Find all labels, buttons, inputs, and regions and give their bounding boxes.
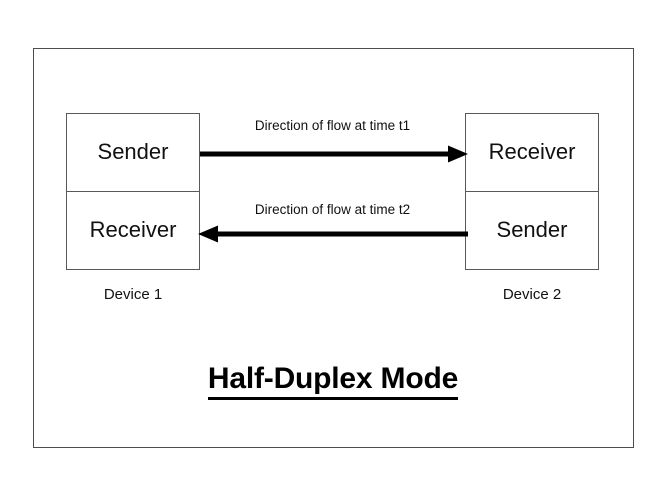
device-2-bottom-role-label: Sender <box>496 217 568 243</box>
device-2-caption: Device 2 <box>502 286 562 303</box>
device-2-bottom-role-cell: Sender <box>466 192 598 270</box>
device-1-caption: Device 1 <box>103 286 163 303</box>
device-2-top-role-label: Receiver <box>488 139 576 165</box>
flow-label-t1: Direction of flow at time t1 <box>254 118 411 133</box>
device-1-bottom-role-cell: Receiver <box>67 192 199 270</box>
flow-label-t2: Direction of flow at time t2 <box>254 202 411 217</box>
device-box-1: Sender Receiver <box>66 113 200 270</box>
device-1-top-role-cell: Sender <box>67 114 199 192</box>
device-1-bottom-role-label: Receiver <box>89 217 177 243</box>
device-2-top-role-cell: Receiver <box>466 114 598 192</box>
flow-arrow-right-icon <box>200 145 468 163</box>
flow-arrow-left-icon <box>198 225 468 243</box>
device-box-2: Receiver Sender <box>465 113 599 270</box>
page-title: Half-Duplex Mode <box>0 362 666 400</box>
device-1-top-role-label: Sender <box>97 139 169 165</box>
page-title-text: Half-Duplex Mode <box>207 362 458 400</box>
